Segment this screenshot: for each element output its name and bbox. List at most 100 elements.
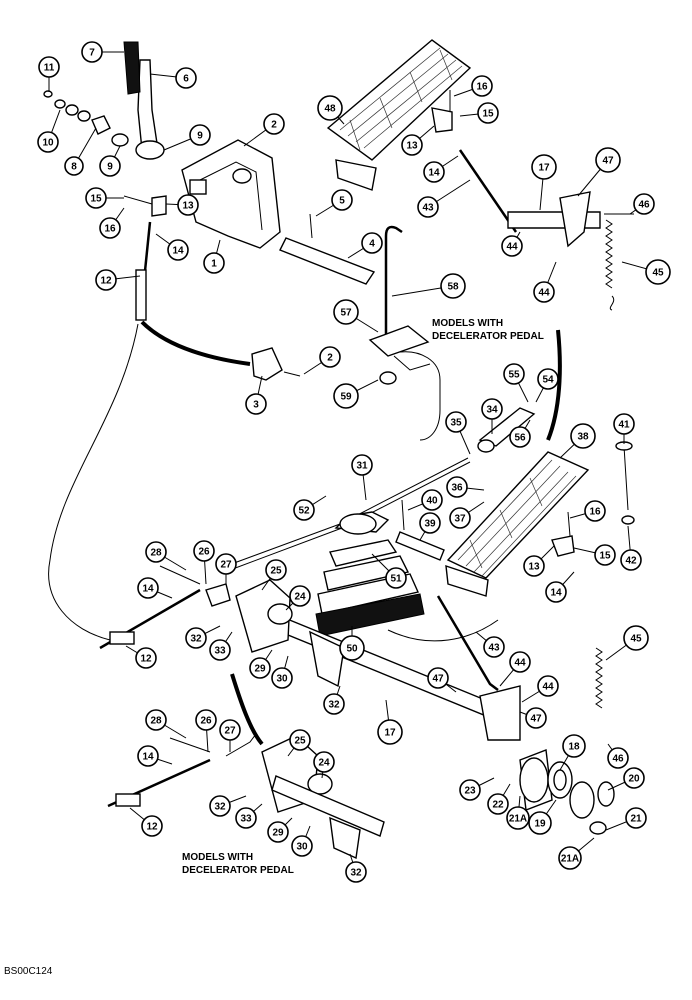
callout-39: 39 xyxy=(419,512,441,534)
callout-9: 9 xyxy=(189,124,211,146)
callout-47: 47 xyxy=(525,707,547,729)
callout-circle xyxy=(481,398,503,420)
callout-5: 5 xyxy=(331,189,353,211)
callout-20: 20 xyxy=(623,767,645,789)
callout-circle xyxy=(99,155,121,177)
callout-circle xyxy=(95,269,117,291)
callout-circle xyxy=(613,413,635,435)
callout-circle xyxy=(623,625,649,651)
callout-circle xyxy=(135,647,157,669)
callout-label: 59 xyxy=(340,392,352,403)
shaft-4 xyxy=(279,213,376,285)
callout-17: 17 xyxy=(377,719,403,745)
callout-circle xyxy=(141,815,163,837)
callout-43: 43 xyxy=(483,636,505,658)
callout-circle xyxy=(440,273,466,299)
callout-label: 15 xyxy=(90,194,102,205)
callout-circle xyxy=(267,821,289,843)
callout-label: 58 xyxy=(447,282,459,293)
callout-28: 28 xyxy=(145,541,167,563)
callout-label: 2 xyxy=(327,353,333,364)
callout-circle xyxy=(317,95,343,121)
callout-21A: 21A xyxy=(506,806,530,830)
callout-circle xyxy=(313,751,335,773)
hand-throttle-assembly xyxy=(43,41,281,366)
callout-12: 12 xyxy=(141,815,163,837)
callout-circle xyxy=(385,567,407,589)
callout-label: 30 xyxy=(276,674,288,685)
callout-23: 23 xyxy=(459,779,481,801)
callout-label: 21A xyxy=(509,814,527,825)
callout-19: 19 xyxy=(528,811,552,835)
callout-circle xyxy=(449,507,471,529)
callout-13: 13 xyxy=(523,555,545,577)
callout-circle xyxy=(623,767,645,789)
callout-30: 30 xyxy=(271,667,293,689)
callout-36: 36 xyxy=(446,476,468,498)
callout-circle xyxy=(167,239,189,261)
callout-label: 44 xyxy=(538,288,550,299)
callout-label: 56 xyxy=(514,433,526,444)
callout-label: 40 xyxy=(426,496,438,507)
callout-14: 14 xyxy=(167,239,189,261)
callout-circle xyxy=(145,709,167,731)
callout-45: 45 xyxy=(623,625,649,651)
callout-6: 6 xyxy=(175,67,197,89)
separator-curve-left xyxy=(230,673,264,746)
callout-label: 21A xyxy=(561,854,579,865)
callout-label: 51 xyxy=(390,574,402,585)
callout-label: 36 xyxy=(451,483,463,494)
callout-label: 13 xyxy=(528,562,540,573)
callout-circle xyxy=(189,124,211,146)
callout-42: 42 xyxy=(620,549,642,571)
callout-32: 32 xyxy=(209,795,231,817)
callout-circle xyxy=(265,559,287,581)
callout-label: 26 xyxy=(198,547,210,558)
callout-15: 15 xyxy=(85,187,107,209)
callout-13: 13 xyxy=(401,134,423,156)
callout-label: 16 xyxy=(104,224,116,235)
callout-16: 16 xyxy=(99,217,121,239)
callout-circle xyxy=(177,194,199,216)
callout-circle xyxy=(533,281,555,303)
callout-56: 56 xyxy=(509,426,531,448)
callout-35: 35 xyxy=(445,411,467,433)
callout-26: 26 xyxy=(195,709,217,731)
callout-circle xyxy=(245,393,267,415)
callout-label: 38 xyxy=(577,432,589,443)
callout-circle xyxy=(37,131,59,153)
callout-label: 6 xyxy=(183,74,189,85)
callout-circle xyxy=(271,667,293,689)
callout-label: 27 xyxy=(220,560,232,571)
callout-label: 15 xyxy=(599,551,611,562)
callout-label: 9 xyxy=(107,162,113,173)
callout-label: 3 xyxy=(253,400,259,411)
callout-40: 40 xyxy=(421,489,443,511)
callout-21A: 21A xyxy=(558,846,582,870)
callout-10: 10 xyxy=(37,131,59,153)
callout-circle xyxy=(607,747,629,769)
callout-47: 47 xyxy=(427,667,449,689)
callout-circle xyxy=(487,793,509,815)
callout-21: 21 xyxy=(625,807,647,829)
note-bottom-line-1: MODELS WITH xyxy=(182,852,253,863)
callout-circle xyxy=(209,795,231,817)
callout-label: 28 xyxy=(150,716,162,727)
callout-7: 7 xyxy=(81,41,103,63)
callout-label: 39 xyxy=(424,519,436,530)
callout-32: 32 xyxy=(323,693,345,715)
callout-16: 16 xyxy=(471,75,493,97)
callout-circle xyxy=(203,252,225,274)
callout-circle xyxy=(445,411,467,433)
callout-circle xyxy=(483,636,505,658)
callout-label: 17 xyxy=(538,163,550,174)
callout-label: 54 xyxy=(542,375,554,386)
callout-44: 44 xyxy=(501,235,523,257)
callout-circle xyxy=(249,657,271,679)
spring-45-lower xyxy=(595,647,603,709)
callout-circle xyxy=(377,719,403,745)
callout-59: 59 xyxy=(333,383,359,409)
callout-circle xyxy=(38,56,60,78)
callout-label: 8 xyxy=(71,162,77,173)
